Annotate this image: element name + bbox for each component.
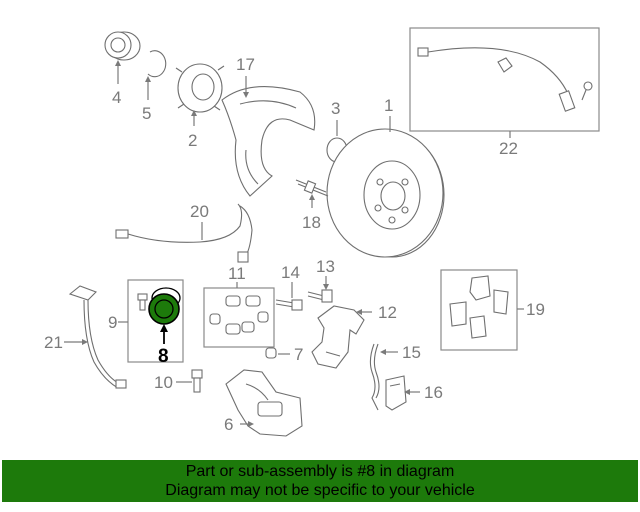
label-20: 20 — [190, 202, 209, 221]
box-19 — [440, 269, 518, 351]
label-12: 12 — [378, 303, 397, 322]
box-9 — [127, 279, 184, 363]
label-6: 6 — [224, 415, 233, 434]
label-13: 13 — [316, 257, 335, 276]
part-14-bolt — [275, 282, 303, 311]
part-20-sensor-wire — [115, 203, 253, 263]
part-16-shim — [385, 375, 420, 411]
label-9: 9 — [108, 313, 117, 332]
part-11-guide-pin-kit — [209, 295, 269, 335]
label-17: 17 — [236, 55, 255, 74]
part-21-brake-hose — [64, 285, 127, 389]
box-11 — [203, 287, 275, 348]
label-8-highlighted: 8 — [158, 346, 169, 367]
part-18-guide-pin — [295, 179, 329, 208]
part-9-bleeder-screw — [137, 293, 148, 311]
part-2-hub — [175, 63, 225, 126]
part-10-sensor — [176, 369, 203, 393]
part-7-cap — [265, 347, 290, 359]
part-15-clip — [369, 343, 398, 411]
label-21: 21 — [44, 333, 63, 352]
parts-diagram: 4 5 2 17 3 — [44, 27, 600, 437]
part-1-brake-rotor — [326, 116, 445, 258]
part-13-bolt — [307, 276, 333, 303]
label-1: 1 — [384, 96, 393, 115]
part-4-bearing — [104, 31, 141, 84]
label-4: 4 — [112, 88, 121, 107]
footer-banner: Part or sub-assembly is #8 in diagram Di… — [2, 460, 638, 502]
label-15: 15 — [402, 343, 421, 362]
label-10: 10 — [154, 373, 173, 392]
label-14: 14 — [281, 263, 300, 282]
label-2: 2 — [188, 131, 197, 150]
part-17-dust-shield — [221, 76, 316, 197]
part-6-caliper — [225, 369, 303, 437]
part-8-piston-seal-highlighted — [148, 287, 181, 344]
footer-line-2: Diagram may not be specific to your vehi… — [165, 482, 475, 499]
label-19: 19 — [526, 300, 545, 319]
label-18: 18 — [302, 213, 321, 232]
label-11: 11 — [228, 264, 246, 283]
part-19-brake-pads — [449, 275, 509, 339]
label-5: 5 — [142, 104, 151, 123]
label-22: 22 — [499, 139, 518, 158]
box-22 — [409, 27, 600, 132]
label-7: 7 — [294, 345, 303, 364]
label-16: 16 — [424, 383, 443, 402]
part-22-abs-sensor — [417, 47, 593, 138]
part-12-caliper-bracket — [311, 305, 372, 369]
label-3: 3 — [331, 99, 340, 118]
footer-line-1: Part or sub-assembly is #8 in diagram — [185, 463, 455, 480]
part-5-snap-ring — [145, 50, 167, 100]
